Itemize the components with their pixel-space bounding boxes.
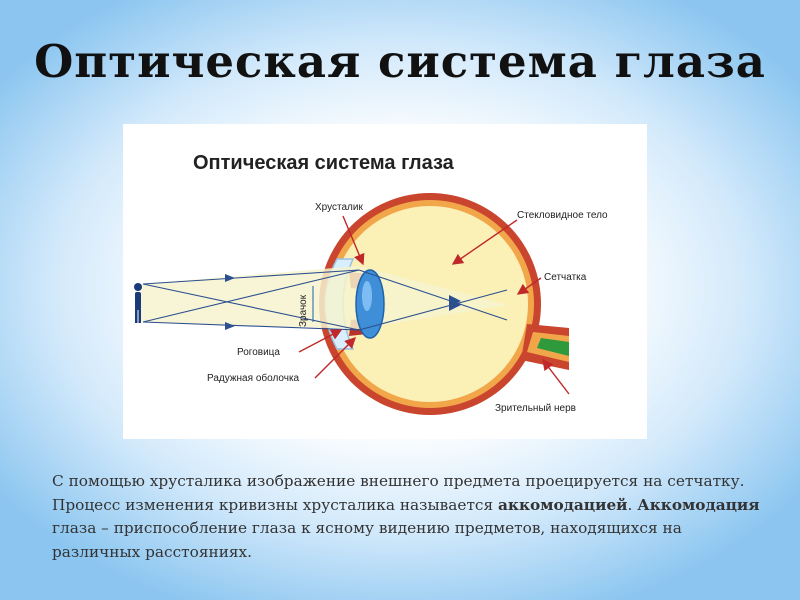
caption-term-accommodation: аккомодацией [498,495,628,514]
caption-term-accommodation-2: Аккомодация [637,495,760,514]
label-vitreous: Стекловидное тело [517,210,608,221]
label-retina: Сетчатка [544,272,587,283]
eye-diagram-svg: Оптическая система глаза [134,152,608,415]
label-iris: Радужная оболочка [207,372,300,384]
person-silhouette [134,283,142,323]
label-cornea: Роговица [237,347,280,358]
rays [142,269,508,331]
caption-text-3: глаза – приспособление глаза к ясному ви… [52,519,682,561]
lens-highlight [362,281,372,311]
label-lens: Хрусталик [315,202,363,213]
light-beam [141,266,508,329]
label-pointers [298,215,570,395]
caption-paragraph: С помощью хрусталика изображение внешнег… [52,470,772,564]
label-optic-nerve: Зрительный нерв [495,403,576,414]
slide-title: Оптическая система глаза [34,35,766,88]
caption-text-1: С помощью хрусталика изображение внешнег… [52,472,745,514]
caption-text-2: . [627,495,638,514]
eye-diagram: Оптическая система глаза [123,124,647,439]
label-pupil: Зрачок [298,294,309,327]
figure-title: Оптическая система глаза [193,152,455,174]
ray-arrows [225,274,461,330]
optic-nerve-core [537,338,569,356]
